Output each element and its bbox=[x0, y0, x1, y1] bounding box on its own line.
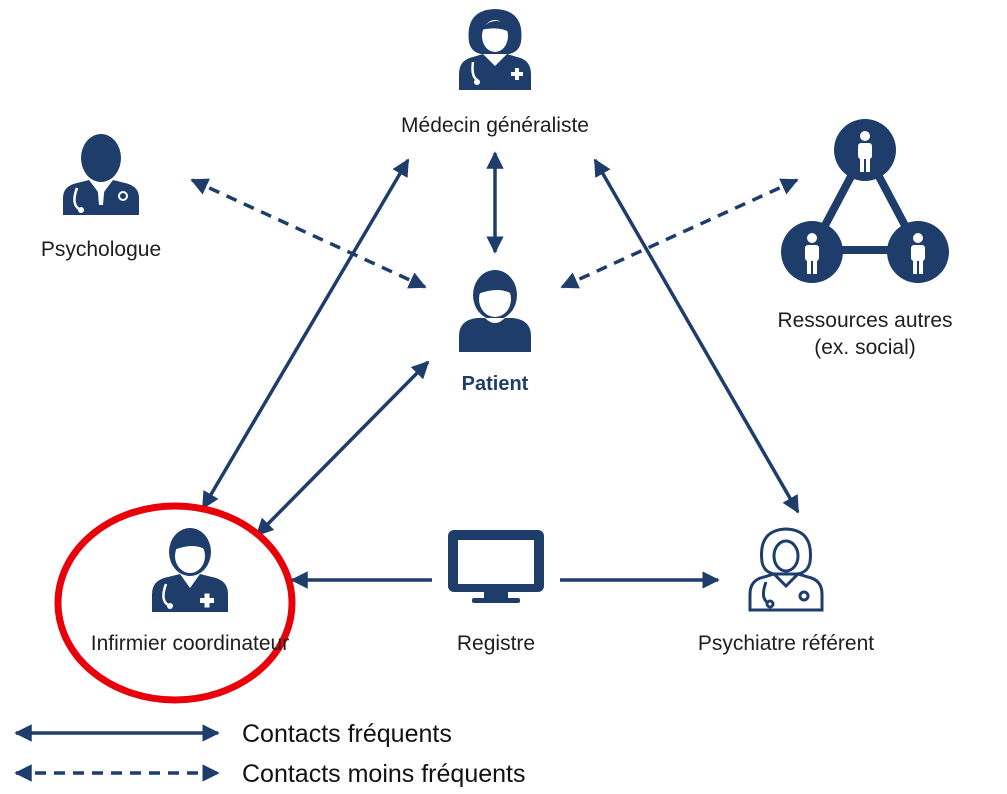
legend-label-frequent: Contacts fréquents bbox=[242, 720, 452, 748]
doctor-female-outline-icon bbox=[748, 527, 824, 612]
node-label-ressources-line2: (ex. social) bbox=[814, 336, 916, 359]
edge-patient-infirmier bbox=[255, 360, 430, 537]
highlight-circle bbox=[54, 502, 296, 704]
node-label-patient: Patient bbox=[461, 373, 529, 395]
edge-medecin-infirmier bbox=[201, 158, 410, 510]
node-label-registre: Registre bbox=[456, 632, 536, 655]
nurse-male-icon bbox=[152, 528, 228, 612]
connections bbox=[190, 151, 800, 589]
node-label-medecin: Médecin généraliste bbox=[401, 114, 589, 137]
node-label-ressources-line1: Ressources autres bbox=[777, 309, 953, 332]
node-label-psychologue: Psychologue bbox=[40, 238, 162, 261]
patient-icon bbox=[459, 270, 531, 352]
monitor-icon bbox=[448, 530, 544, 603]
people-network-icon bbox=[781, 119, 949, 283]
edge-ressources-patient bbox=[560, 178, 799, 289]
doctor-female-icon bbox=[459, 9, 531, 90]
legend bbox=[14, 724, 220, 782]
node-label-infirmier: Infirmier coordinateur bbox=[90, 632, 290, 655]
legend-label-less-frequent: Contacts moins fréquents bbox=[242, 760, 526, 788]
edge-psychologue-patient bbox=[190, 178, 427, 289]
node-label-psychiatre: Psychiatre référent bbox=[697, 632, 875, 655]
doctor-male-icon bbox=[63, 134, 139, 215]
